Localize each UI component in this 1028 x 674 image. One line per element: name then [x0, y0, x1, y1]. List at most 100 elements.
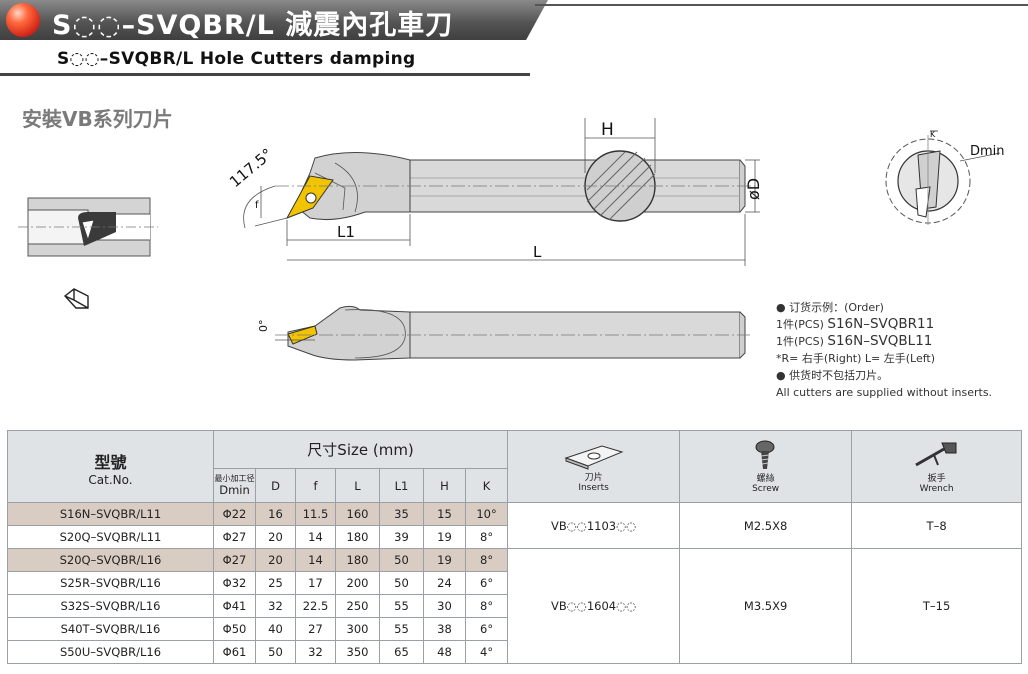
l-cell: 350	[335, 640, 380, 664]
dmin-cell: Φ50	[213, 617, 256, 641]
dmin-cell: Φ32	[213, 571, 256, 595]
l-cell: 180	[335, 548, 380, 572]
cat-cell: S20Q–SVQBR/L16	[7, 548, 214, 572]
h-cell: 38	[423, 617, 466, 641]
h-cell: 24	[423, 571, 466, 595]
d-cell: 25	[255, 571, 296, 595]
k-cell: 8°	[464, 548, 509, 572]
cat-cell: S32S–SVQBR/L16	[7, 594, 214, 618]
order-label: ● 订货示例：(Order)	[776, 301, 884, 314]
k-cell: 8°	[464, 525, 509, 549]
dmin-cell: Φ27	[213, 525, 256, 549]
l-label: L	[533, 243, 542, 261]
h-cell: 30	[423, 594, 466, 618]
cat-cell: S40T–SVQBR/L16	[7, 617, 214, 641]
l-cell: 300	[335, 617, 380, 641]
h-cell: 19	[423, 548, 466, 572]
wrench-en: Wrench	[919, 484, 954, 494]
l-cell: 180	[335, 525, 380, 549]
wrench-icon	[914, 442, 957, 467]
f-cell: 17	[295, 571, 336, 595]
order-example-2: 1件(PCS) S16N–SVQBL11	[776, 333, 992, 350]
screw-cn: 螺絲	[756, 474, 775, 484]
order-notes: ● 订货示例：(Order) 1件(PCS) S16N–SVQBR11 1件(P…	[776, 299, 992, 401]
order-2-prefix: 1件(PCS)	[776, 335, 824, 348]
order-1-prefix: 1件(PCS)	[776, 318, 824, 331]
f-cell: 14	[295, 525, 336, 549]
top-view-drawing: H øD L1 L f 117.5°	[226, 118, 760, 266]
bore-illustration	[18, 197, 158, 257]
cat-cell: S20Q–SVQBR/L11	[7, 525, 214, 549]
dmin-label: Dmin	[970, 144, 1005, 159]
k-cell: 6°	[464, 617, 509, 641]
insert-cell: VB◌◌1604◌◌	[507, 548, 681, 664]
catno-header: 型號 Cat.No.	[7, 430, 214, 503]
f-cell: 32	[295, 640, 336, 664]
l1-cell: 55	[379, 594, 424, 618]
d-cell: 32	[255, 594, 296, 618]
d-cell: 16	[255, 502, 296, 526]
l1-cell: 65	[379, 640, 424, 664]
page-title: S◌◌–SVQBR/L 減震內孔車刀	[52, 10, 454, 41]
inserts-en: Inserts	[578, 483, 609, 493]
l-cell: 200	[335, 571, 380, 595]
d-cell: 50	[255, 640, 296, 664]
dmin-cell: Φ22	[213, 502, 256, 526]
screw-en: Screw	[752, 484, 780, 494]
h-cell: 48	[423, 640, 466, 664]
table-row: S20Q–SVQBR/L16 Φ27 20 14 180 50 19 8° VB…	[7, 548, 1023, 664]
dmin-cell: Φ41	[213, 594, 256, 618]
title-banner	[0, 0, 548, 40]
dmin-cell: Φ61	[213, 640, 256, 664]
f-cell: 27	[295, 617, 336, 641]
table-row: S50U–SVQBR/L16 Φ61 50 32 350 65 48 4°	[7, 640, 1022, 664]
l1-cell: 55	[379, 617, 424, 641]
inserts-header: 刀片 Inserts	[507, 430, 681, 503]
insert-3d-icon	[63, 288, 89, 309]
d-cell: 20	[255, 548, 296, 572]
dmin-cn: 最小加工径	[214, 474, 255, 483]
insert-cell: VB◌◌1103◌◌	[507, 502, 681, 549]
d-cell: 20	[255, 525, 296, 549]
catno-en: Cat.No.	[88, 472, 133, 487]
l1-cell: 35	[379, 502, 424, 526]
spec-table: 型號 Cat.No. 尺寸Size (mm) 刀片 Inserts	[7, 430, 1023, 664]
side-view-drawing: 0°	[257, 305, 750, 361]
col-dmin-label: Dmin	[219, 483, 250, 497]
l-cell: 160	[335, 502, 380, 526]
k-cell: 10°	[464, 502, 509, 526]
d-label: øD	[744, 178, 760, 200]
end-view-drawing: K Dmin	[885, 130, 1005, 225]
l1-cell: 50	[379, 548, 424, 572]
h-cell: 19	[423, 525, 466, 549]
col-l: L	[335, 468, 380, 503]
hand-note: *R= 右手(Right) L= 左手(Left)	[776, 352, 936, 365]
screw-cell: M2.5X8	[679, 502, 853, 549]
col-k: K	[464, 468, 509, 503]
inserts-note-en: All cutters are supplied without inserts…	[776, 386, 993, 399]
l1-cell: 50	[379, 571, 424, 595]
table-row: S40T–SVQBR/L16 Φ50 40 27 300 55 38 6°	[7, 617, 1022, 641]
order-1-code: S16N–SVQBR11	[827, 316, 935, 332]
inserts-cn: 刀片	[584, 473, 603, 483]
zero-angle-label: 0°	[257, 320, 270, 333]
f-cell: 22.5	[295, 594, 336, 618]
l1-label: L1	[337, 223, 355, 241]
insert-icon	[564, 445, 624, 470]
page-subtitle: S◌◌–SVQBR/L Hole Cutters damping	[57, 49, 416, 69]
screw-icon	[755, 440, 775, 469]
f-cell: 11.5	[295, 502, 336, 526]
subtitle-rule	[0, 73, 530, 76]
cat-cell: S16N–SVQBR/L11	[7, 502, 214, 526]
red-ball-icon	[6, 3, 40, 37]
wrench-header: 扳手 Wrench	[851, 430, 1023, 503]
size-header: 尺寸Size (mm)	[212, 430, 509, 469]
wrench-cn: 扳手	[927, 474, 946, 484]
screw-header: 螺絲 Screw	[679, 430, 853, 503]
k-cell: 4°	[464, 640, 509, 664]
cat-cell: S50U–SVQBR/L16	[7, 640, 214, 664]
cat-cell: S25R–SVQBR/L16	[7, 571, 214, 595]
d-cell: 40	[255, 617, 296, 641]
l-cell: 250	[335, 594, 380, 618]
